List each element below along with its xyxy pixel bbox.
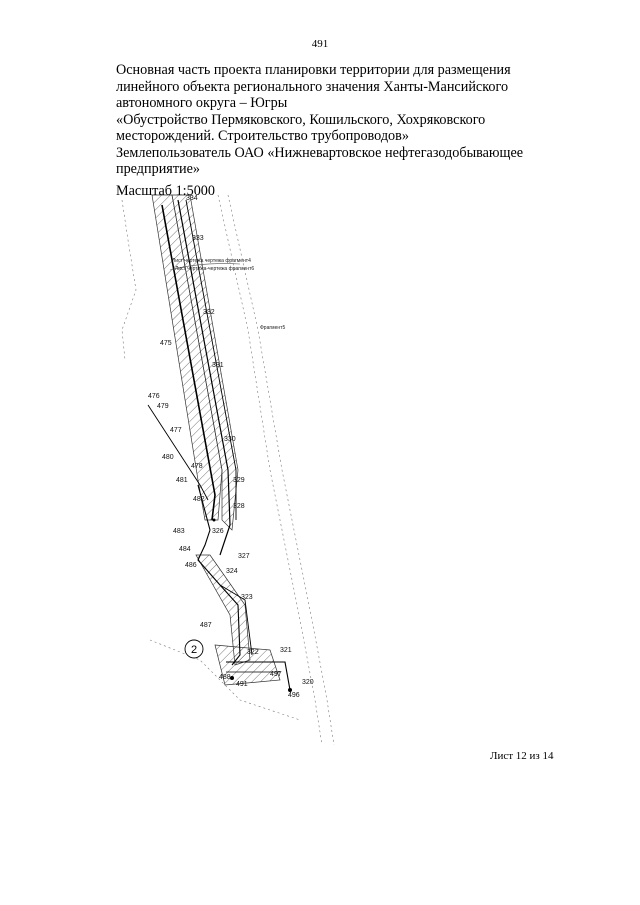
point-label: 483 bbox=[173, 528, 185, 535]
title-line: Землепользователь ОАО «Нижневартовское н… bbox=[116, 144, 524, 161]
point-label: 331 bbox=[212, 362, 224, 369]
point-label: 491 bbox=[236, 681, 248, 688]
fragment-label: Лист чертежа чертежа фрагмент4 bbox=[172, 258, 251, 264]
fragment-boundary bbox=[169, 263, 241, 271]
point-label: 320 bbox=[302, 679, 314, 686]
point-label: 332 bbox=[203, 309, 215, 316]
point-label: 323 bbox=[241, 594, 253, 601]
point-label: 488 bbox=[219, 674, 231, 681]
point-label: 487 bbox=[200, 622, 212, 629]
zone-marker bbox=[184, 639, 204, 659]
point-label: 330 bbox=[224, 436, 236, 443]
point-label: 479 bbox=[157, 403, 169, 410]
title-line: линейного объекта регионального значения… bbox=[116, 78, 509, 95]
point-label: 327 bbox=[238, 553, 250, 560]
point-label: 486 bbox=[185, 562, 197, 569]
page-number: 491 bbox=[311, 38, 329, 50]
point-label: 484 bbox=[179, 546, 191, 553]
fragment-label: Лист чертежа-чертежа фрагмент6 bbox=[175, 266, 254, 272]
zone-marker-label: 2 bbox=[191, 644, 197, 656]
point-labels: 334 333 332 331 330 329 328 326 327 324 … bbox=[148, 195, 314, 699]
point-label: 333 bbox=[192, 235, 204, 242]
point-label: 322 bbox=[247, 649, 259, 656]
point-label: 481 bbox=[176, 477, 188, 484]
point-label: 480 bbox=[162, 454, 174, 461]
point-label: 326 bbox=[212, 528, 224, 535]
point-label: 478 bbox=[191, 463, 203, 470]
title-line: автономного округа – Югры bbox=[116, 95, 288, 111]
sheet-number: Лист 12 из 14 bbox=[490, 750, 554, 762]
point-label: 477 bbox=[170, 427, 182, 434]
title-line: предприятие» bbox=[116, 161, 201, 177]
point-label: 324 bbox=[226, 568, 238, 575]
title-line: месторождений. Строительство трубопровод… bbox=[116, 128, 409, 144]
document-title: Основная часть проекта планировки террит… bbox=[116, 62, 546, 178]
fragment-label: Фрагмент5 bbox=[260, 325, 285, 331]
point-markers bbox=[212, 518, 292, 692]
point-label: 476 bbox=[148, 393, 160, 400]
road-boundary bbox=[121, 194, 335, 746]
point-label: 334 bbox=[186, 195, 198, 202]
point-label: 497 bbox=[270, 671, 282, 678]
point-label: 496 bbox=[288, 692, 300, 699]
map-scale: Масштаб 1:5000 bbox=[116, 183, 215, 199]
title-line: Основная часть проекта планировки террит… bbox=[116, 62, 511, 78]
point-label: 321 bbox=[280, 647, 292, 654]
point-label: 475 bbox=[160, 340, 172, 347]
title-line: «Обустройство Пермяковского, Кошильского… bbox=[116, 111, 486, 128]
point-label: 482 bbox=[193, 496, 205, 503]
point-label: 328 bbox=[233, 503, 245, 510]
point-label: 329 bbox=[233, 477, 245, 484]
pipeline-lines bbox=[147, 199, 291, 691]
